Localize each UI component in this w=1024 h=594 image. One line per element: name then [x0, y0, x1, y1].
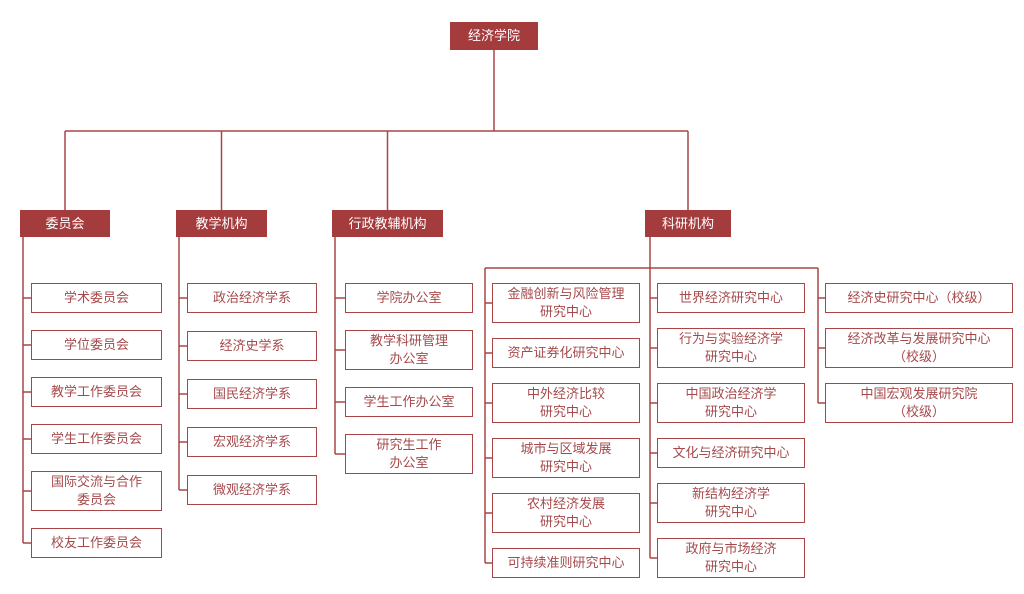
leaf-node: 宏观经济学系	[187, 427, 317, 457]
leaf-node: 学生工作委员会	[31, 424, 162, 454]
leaf-node: 校友工作委员会	[31, 528, 162, 558]
leaf-node: 可持续准则研究中心	[492, 548, 640, 578]
leaf-node: 研究生工作 办公室	[345, 434, 473, 474]
branch-node-teaching: 教学机构	[176, 210, 267, 237]
leaf-node: 新结构经济学 研究中心	[657, 483, 805, 523]
leaf-node: 中国宏观发展研究院 （校级）	[825, 383, 1013, 423]
leaf-node: 国际交流与合作 委员会	[31, 471, 162, 511]
leaf-node: 学位委员会	[31, 330, 162, 360]
leaf-node: 学生工作办公室	[345, 387, 473, 417]
leaf-node: 政治经济学系	[187, 283, 317, 313]
root-node: 经济学院	[450, 22, 538, 50]
leaf-node: 资产证券化研究中心	[492, 338, 640, 368]
leaf-node: 国民经济学系	[187, 379, 317, 409]
leaf-node: 中国政治经济学 研究中心	[657, 383, 805, 423]
leaf-node: 经济史学系	[187, 331, 317, 361]
leaf-node: 学院办公室	[345, 283, 473, 313]
leaf-node: 学术委员会	[31, 283, 162, 313]
leaf-node: 农村经济发展 研究中心	[492, 493, 640, 533]
leaf-node: 中外经济比较 研究中心	[492, 383, 640, 423]
branch-node-research: 科研机构	[645, 210, 731, 237]
leaf-node: 行为与实验经济学 研究中心	[657, 328, 805, 368]
leaf-node: 经济史研究中心（校级）	[825, 283, 1013, 313]
branch-node-committees: 委员会	[20, 210, 110, 237]
leaf-node: 金融创新与风险管理 研究中心	[492, 283, 640, 323]
leaf-node: 经济改革与发展研究中心 （校级）	[825, 328, 1013, 368]
leaf-node: 教学工作委员会	[31, 377, 162, 407]
leaf-node: 政府与市场经济 研究中心	[657, 538, 805, 578]
leaf-node: 世界经济研究中心	[657, 283, 805, 313]
leaf-node: 城市与区域发展 研究中心	[492, 438, 640, 478]
leaf-node: 教学科研管理 办公室	[345, 330, 473, 370]
branch-node-admin: 行政教辅机构	[332, 210, 443, 237]
leaf-node: 文化与经济研究中心	[657, 438, 805, 468]
leaf-node: 微观经济学系	[187, 475, 317, 505]
